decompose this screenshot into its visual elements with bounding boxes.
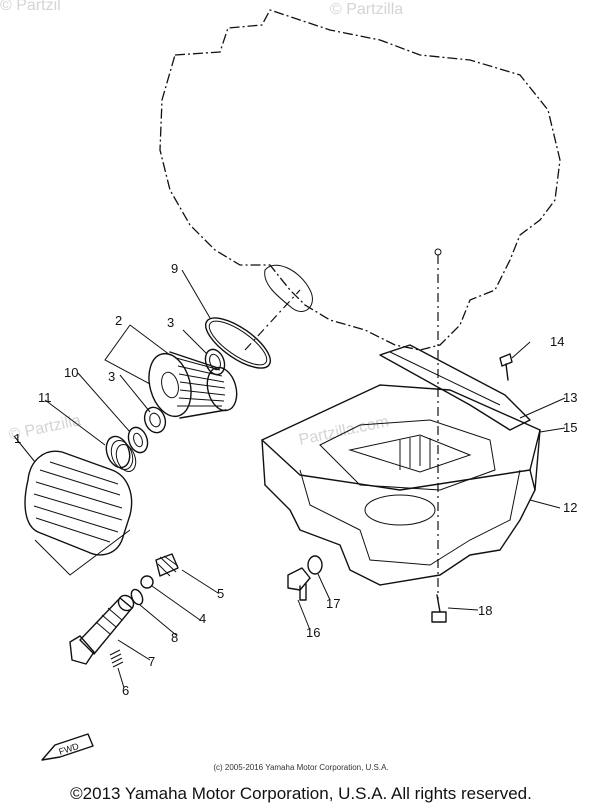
callout-5: 5 <box>217 586 224 601</box>
oring-alignment-line <box>244 289 301 351</box>
callout-10: 10 <box>64 365 78 380</box>
copyright-footer: ©2013 Yamaha Motor Corporation, U.S.A. A… <box>70 784 532 803</box>
callout-12: 12 <box>563 500 577 515</box>
engine-crankcase-outline <box>159 9 561 351</box>
part-2-oil-filter-element <box>148 351 238 419</box>
oil-pan-strainer <box>364 494 436 526</box>
callout-15: 15 <box>563 420 577 435</box>
callout-2: 2 <box>115 313 122 328</box>
part-5-spring <box>155 553 179 577</box>
engine-oil-filter-boss <box>264 264 313 313</box>
callout-18: 18 <box>478 603 492 618</box>
part-4-ball <box>140 575 154 589</box>
callout-14: 14 <box>550 334 564 349</box>
part-16-drain-bolt <box>287 567 311 601</box>
callout-4: 4 <box>199 611 206 626</box>
part-1-bracket <box>34 529 131 576</box>
watermark-top-left: © Partzil <box>0 0 61 14</box>
callout-16: 16 <box>306 625 320 640</box>
part-9-o-ring-inner <box>208 320 268 366</box>
part-11-spring <box>105 435 137 473</box>
callout-8: 8 <box>171 630 178 645</box>
part-12-oil-pan <box>261 419 541 586</box>
callout-3-upper: 3 <box>167 315 174 330</box>
part-3-upper-seal <box>204 348 226 376</box>
callout-1: 1 <box>14 431 21 446</box>
part-13-baffle-plate <box>379 344 531 431</box>
alignment-point <box>434 248 442 256</box>
callout-3-lower: 3 <box>108 369 115 384</box>
callout-11: 11 <box>38 390 52 405</box>
callout-17: 17 <box>326 596 340 611</box>
leader-lines <box>13 269 566 689</box>
part-6-spring <box>109 649 124 668</box>
part-8-washer <box>130 588 144 606</box>
fwd-arrow-icon: FWD <box>41 733 94 761</box>
callout-13: 13 <box>563 390 577 405</box>
part-13-baffle-edge <box>389 351 501 406</box>
callout-7: 7 <box>148 654 155 669</box>
watermark-top-right: © Partzilla <box>330 1 403 18</box>
part-10-washer <box>127 426 149 454</box>
callout-9: 9 <box>171 261 178 276</box>
part-7-bolt <box>69 594 135 665</box>
part-17-gasket <box>307 555 323 575</box>
part-3-lower-seal <box>143 406 167 434</box>
part-9-o-ring <box>205 317 271 369</box>
part-15-gasket <box>261 384 541 491</box>
callout-6: 6 <box>122 683 129 698</box>
watermark-mid-center: Partzilla.com <box>297 413 390 449</box>
part-18-bolt <box>431 594 447 623</box>
part-14-screw <box>499 353 513 381</box>
part-1-oil-filter-cover <box>24 450 133 556</box>
small-copyright: (c) 2005-2016 Yamaha Motor Corporation, … <box>213 763 389 772</box>
